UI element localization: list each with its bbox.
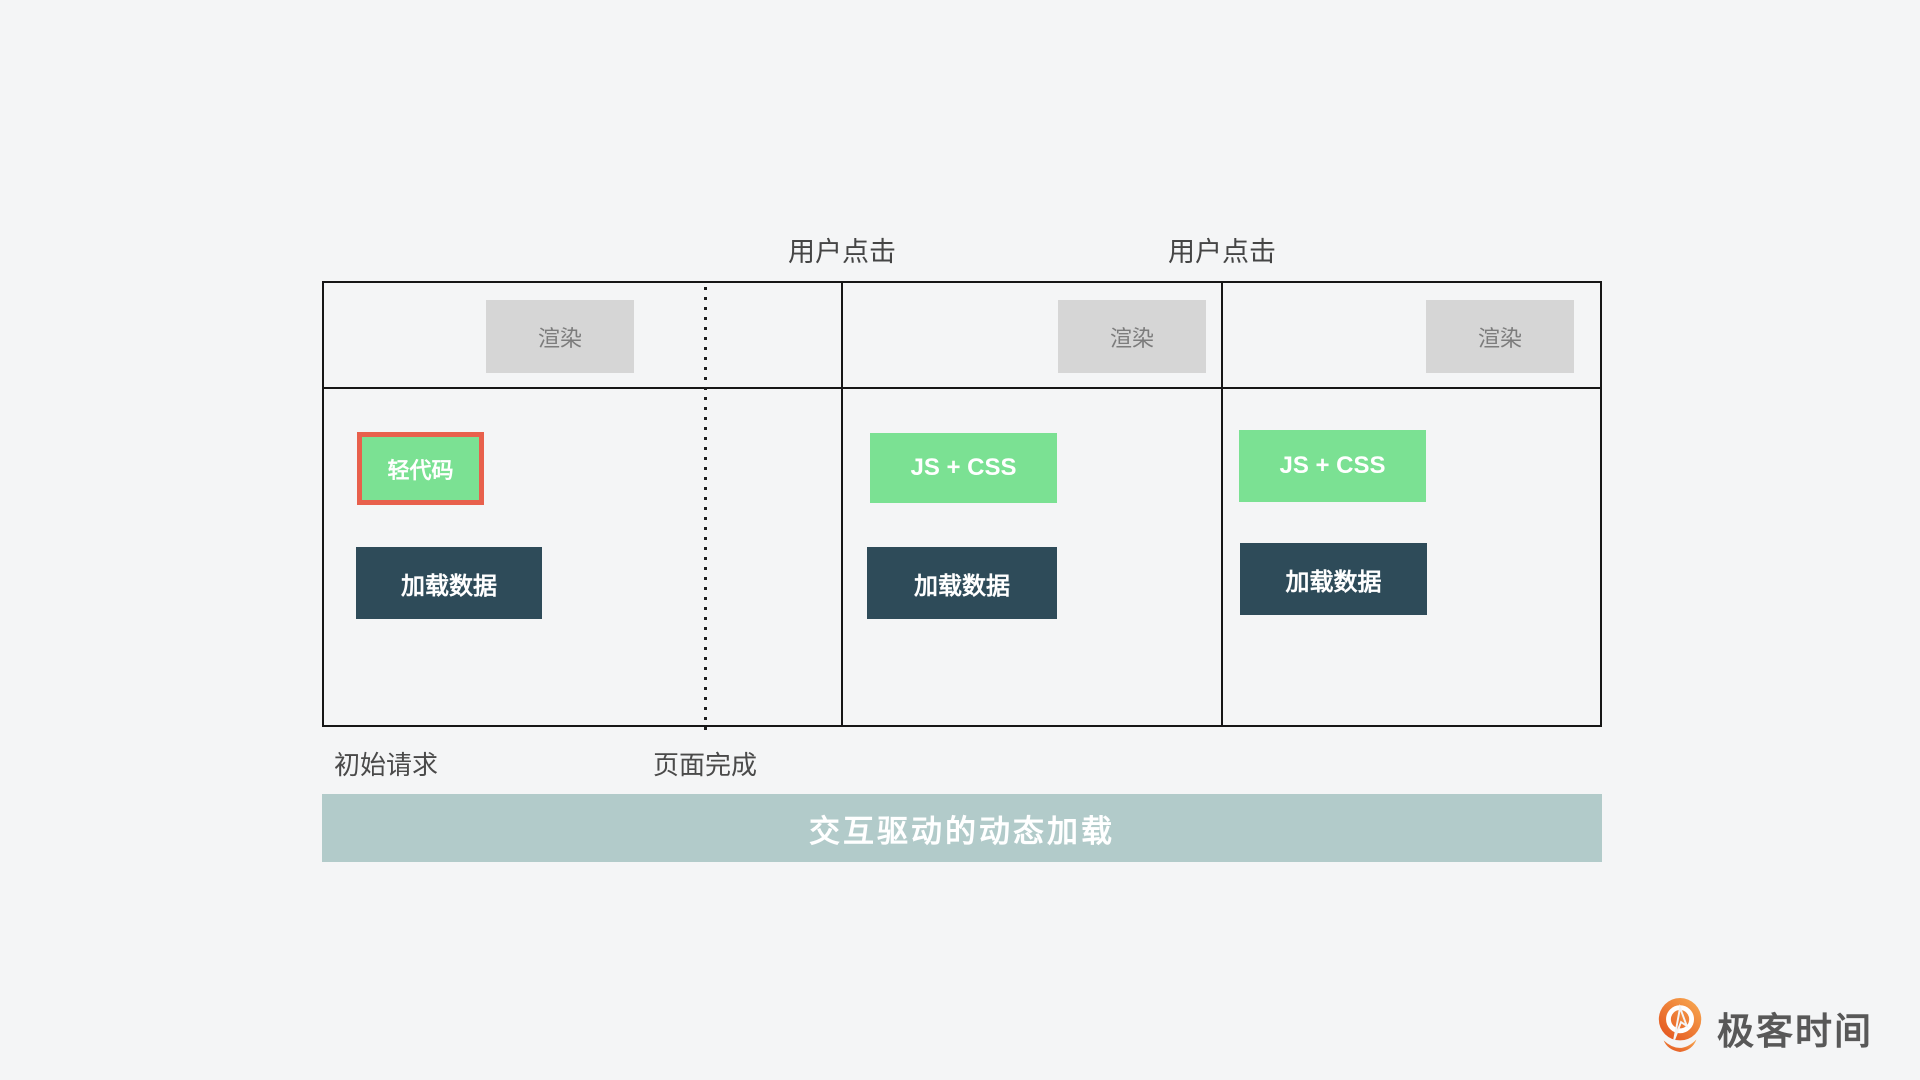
page-complete-label: 页面完成 xyxy=(652,750,758,780)
caption-text: 交互驱动的动态加载 xyxy=(809,813,1115,849)
render-box-panel-1: 渲染 xyxy=(486,300,634,373)
header-row-divider xyxy=(324,387,1600,389)
panel-divider-2 xyxy=(1221,283,1223,725)
caption-bar: 交互驱动的动态加载 xyxy=(322,794,1602,862)
js-css-box-panel-3: JS + CSS xyxy=(1239,430,1426,502)
brand-logo: 极客时间 xyxy=(1654,995,1873,1060)
render-box-panel-2: 渲染 xyxy=(1058,300,1206,373)
page-complete-dotted-line xyxy=(704,287,707,735)
render-box-panel-3: 渲染 xyxy=(1426,300,1574,373)
panel-divider-1 xyxy=(841,283,843,725)
js-css-box-panel-2: JS + CSS xyxy=(870,433,1057,503)
user-click-label-2: 用户点击 xyxy=(1168,237,1276,267)
load-data-box-panel-3: 加载数据 xyxy=(1240,543,1427,615)
user-click-label-1: 用户点击 xyxy=(788,237,896,267)
load-data-box-panel-1: 加载数据 xyxy=(356,547,542,619)
brand-name: 极客时间 xyxy=(1717,1010,1873,1052)
geektime-logo-icon xyxy=(1654,995,1708,1060)
initial-request-label: 初始请求 xyxy=(334,750,439,780)
light-code-box: 轻代码 xyxy=(357,432,484,505)
load-data-box-panel-2: 加载数据 xyxy=(867,547,1057,619)
timeline-frame: 渲染 轻代码 加载数据 渲染 JS + CSS 加载数据 渲染 JS + CSS… xyxy=(322,281,1602,727)
